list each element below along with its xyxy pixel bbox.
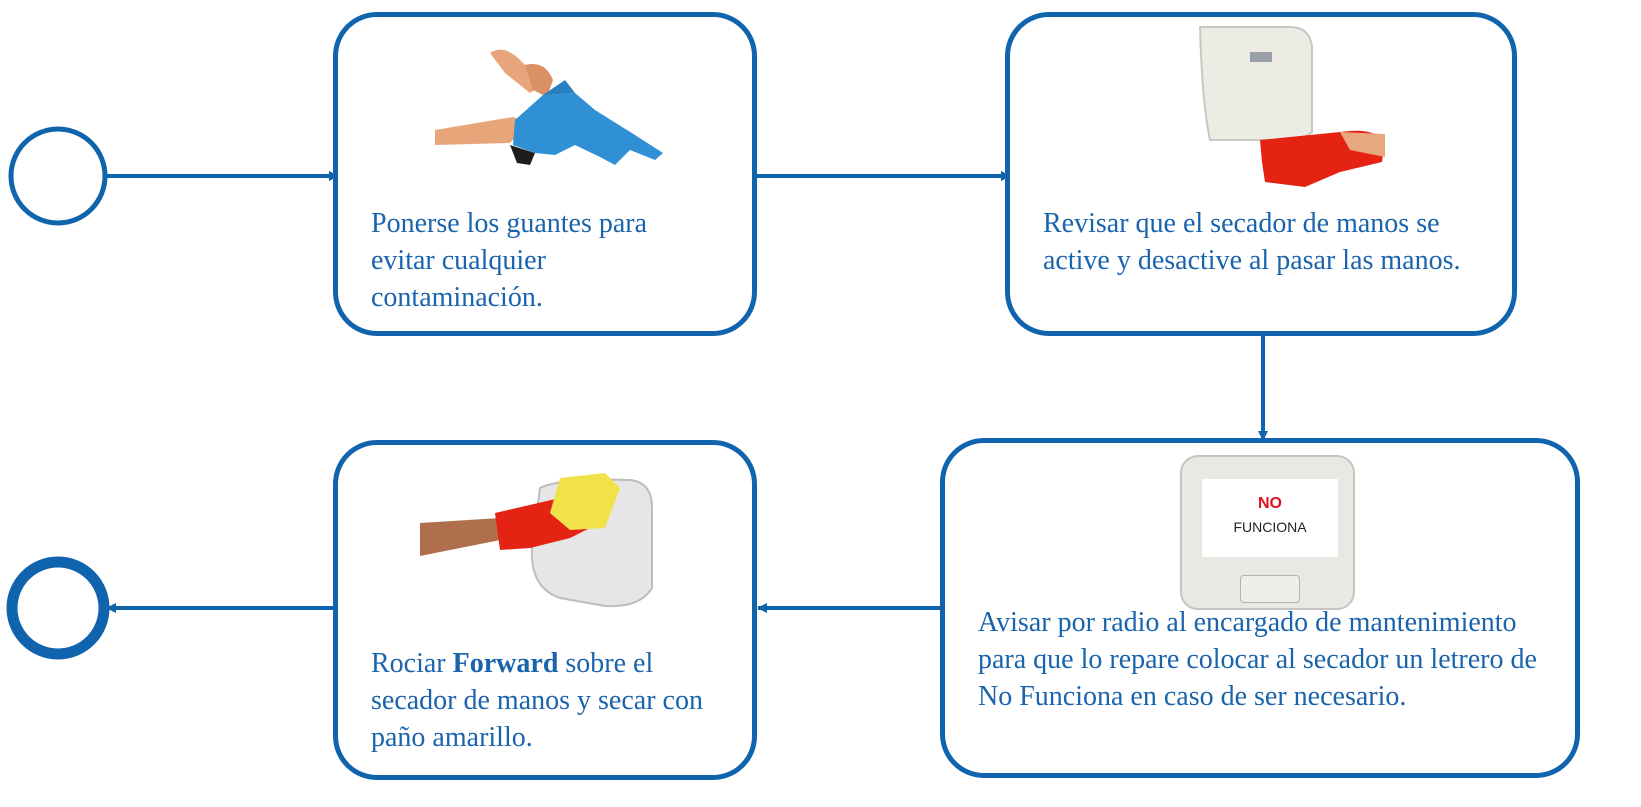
sign-line-2: FUNCIONA [1233, 519, 1307, 535]
gloves-illustration [435, 49, 663, 165]
start-event [8, 126, 108, 226]
product-name: Forward [452, 648, 559, 679]
sign-line-1: NO [1258, 495, 1282, 512]
step-4-label: Rociar Forward sobre el secador de manos… [371, 648, 703, 753]
step-3-label: Avisar por radio al encargado de manteni… [978, 607, 1537, 712]
dryer-check-illustration [1198, 26, 1385, 187]
dryer-no-funciona-illustration: NO FUNCIONA [1180, 455, 1355, 610]
end-event [6, 556, 110, 660]
wiping-dryer-illustration [420, 473, 653, 608]
step-2-label: Revisar que el secador de manos se activ… [1043, 208, 1461, 276]
step-1-label: Ponerse los guantes para evitar cualquie… [371, 208, 648, 313]
step-1-task [333, 12, 757, 336]
